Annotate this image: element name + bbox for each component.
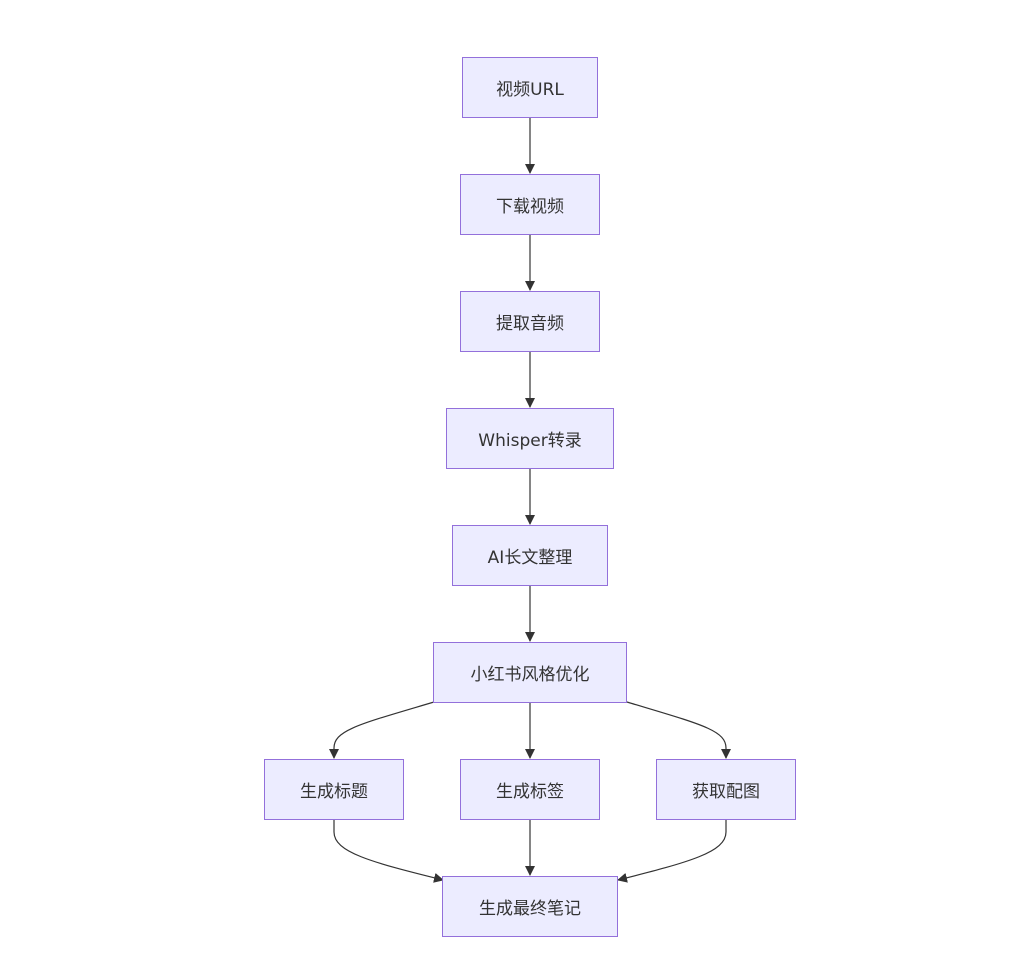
node-whisper-transcribe: Whisper转录	[446, 408, 614, 469]
edge-gen-title-to-final-note	[333, 820, 444, 883]
node-video-url: 视频URL	[462, 57, 598, 118]
node-final-note: 生成最终笔记	[442, 876, 618, 937]
node-generate-tags: 生成标签	[460, 759, 600, 820]
edge-xhs-optimize-to-gen-title	[329, 701, 435, 759]
node-generate-title: 生成标题	[264, 759, 404, 820]
node-xhs-optimize: 小红书风格优化	[433, 642, 627, 703]
node-extract-audio: 提取音频	[460, 291, 600, 352]
edge-get-images-to-final-note	[617, 820, 727, 883]
node-download-video: 下载视频	[460, 174, 600, 235]
node-get-images: 获取配图	[656, 759, 796, 820]
edge-xhs-optimize-to-get-images	[626, 701, 731, 759]
node-ai-organize: AI长文整理	[452, 525, 608, 586]
